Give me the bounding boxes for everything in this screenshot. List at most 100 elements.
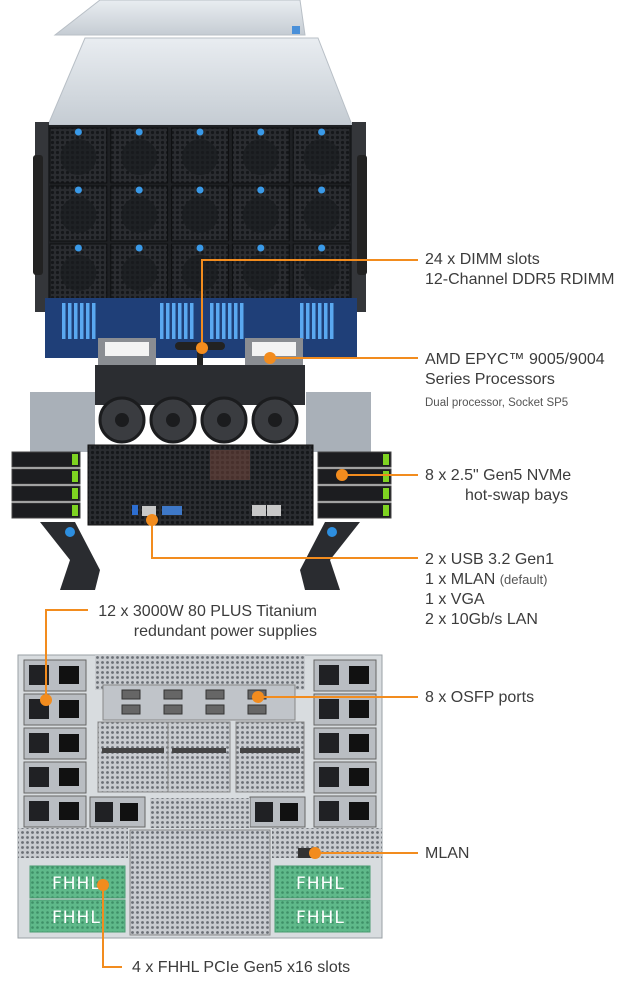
fan-hub <box>60 139 97 175</box>
dot-mlan <box>309 847 321 859</box>
psu-socket <box>59 768 79 786</box>
nvme-latch <box>383 488 389 499</box>
right-handle <box>357 155 367 275</box>
leader-lines <box>45 259 418 968</box>
callout-io: 2 x USB 3.2 Gen1 1 x MLAN (default) 1 x … <box>425 550 554 630</box>
dot-dimm <box>196 342 208 354</box>
vga-port <box>162 506 182 515</box>
fan-latch <box>135 186 143 194</box>
fan-latch <box>196 244 204 252</box>
fan-hub <box>303 197 340 233</box>
nvme-latch <box>72 488 78 499</box>
fan-latch <box>257 244 265 252</box>
callout-mlan: MLAN <box>425 844 469 864</box>
callout-dots <box>40 342 348 891</box>
callout-pcie: 4 x FHHL PCIe Gen5 x16 slots <box>132 958 350 978</box>
mid-fan-hub <box>268 413 282 427</box>
dimm-slot <box>318 303 322 339</box>
callout-cpu: AMD EPYC™ 9005/9004 Series Processors Du… <box>425 350 605 413</box>
dot-nvme <box>336 469 348 481</box>
fan-latch <box>318 186 326 194</box>
dimm-slot <box>92 303 96 339</box>
osfp-port <box>205 689 225 700</box>
mlan-port <box>142 506 156 516</box>
cpu-label-left <box>105 342 149 356</box>
mlan-rear-text: MLAN <box>425 845 470 862</box>
psu-socket <box>349 700 369 718</box>
fan-latch <box>74 186 82 194</box>
fan-latch <box>135 244 143 252</box>
dot-osfp <box>252 691 264 703</box>
left-low-vent <box>18 828 128 858</box>
dimm-slot <box>228 303 232 339</box>
fan-hub <box>121 255 158 291</box>
fan-hub <box>303 255 340 291</box>
dimm-slot <box>330 303 334 339</box>
fan-latch <box>257 186 265 194</box>
fhhl-label: FHHL <box>296 908 345 928</box>
psu-socket <box>349 768 369 786</box>
leader-pcie <box>102 885 122 968</box>
psu-handle <box>29 665 49 685</box>
usb-port <box>132 505 138 515</box>
fan-hub <box>242 197 279 233</box>
right-cage <box>306 392 371 452</box>
left-handle <box>33 155 43 275</box>
psu-handle <box>255 802 273 822</box>
fhhl-label: FHHL <box>52 874 101 894</box>
fhhl-label: FHHL <box>52 908 101 928</box>
psu-handle <box>319 699 339 719</box>
dimm-slot <box>160 303 164 339</box>
osfp-text: 8 x OSFP ports <box>425 689 535 706</box>
rear-fan-handle <box>102 748 164 753</box>
cpu-note-text: Dual processor, Socket SP5 <box>425 397 569 409</box>
dimm-slots-text: 24 x DIMM slots <box>425 251 540 268</box>
lan-text: 2 x 10Gb/s LAN <box>425 611 538 628</box>
dimm-slot <box>74 303 78 339</box>
vga-text: 1 x VGA <box>425 591 485 608</box>
nvme-bay <box>317 502 392 519</box>
chassis-lid-rear <box>53 0 306 36</box>
nvme-bay <box>11 451 81 468</box>
lid-label <box>292 26 300 34</box>
mlan-text: 1 x MLAN <box>425 571 496 588</box>
psu-socket <box>59 666 79 684</box>
psu-handle <box>95 802 113 822</box>
osfp-port <box>163 704 183 715</box>
fan-hub <box>60 255 97 291</box>
right-foot <box>300 522 360 590</box>
psu-socket <box>349 666 369 684</box>
nvme-bay <box>11 502 81 519</box>
dimm-slot <box>166 303 170 339</box>
fhhl-label: FHHL <box>296 874 345 894</box>
dimm-slot <box>80 303 84 339</box>
rear-fan-handle <box>172 748 226 753</box>
nvme-bay <box>11 485 81 502</box>
psu-socket <box>349 734 369 752</box>
psu-handle <box>29 767 49 787</box>
osfp-port <box>247 704 267 715</box>
nvme-latch <box>72 471 78 482</box>
psu-socket <box>59 734 79 752</box>
fan-latch <box>196 128 204 136</box>
dimm-slot <box>184 303 188 339</box>
dimm-slot <box>306 303 310 339</box>
fan-latch <box>74 128 82 136</box>
dot-pcie <box>97 879 109 891</box>
fan-latch <box>196 186 204 194</box>
fhhl-slot-right-bottom: FHHL <box>274 899 371 933</box>
dimm-type-text: 12-Channel DDR5 RDIMM <box>425 271 615 288</box>
leader-psu <box>45 609 88 700</box>
nvme-bay <box>317 468 392 485</box>
psu-count-text: 12 x 3000W 80 PLUS Titanium <box>98 603 317 620</box>
dimm-slot <box>324 303 328 339</box>
dimm-slot <box>222 303 226 339</box>
leader-dimm <box>201 259 418 348</box>
fan-hub <box>121 197 158 233</box>
rear-view: FHHL FHHL FHHL FHHL <box>17 654 383 939</box>
dimm-slot <box>172 303 176 339</box>
fan-hub <box>182 197 218 233</box>
psu-handle <box>319 767 339 787</box>
fan-hub <box>121 139 158 175</box>
nvme-latch <box>72 454 78 465</box>
